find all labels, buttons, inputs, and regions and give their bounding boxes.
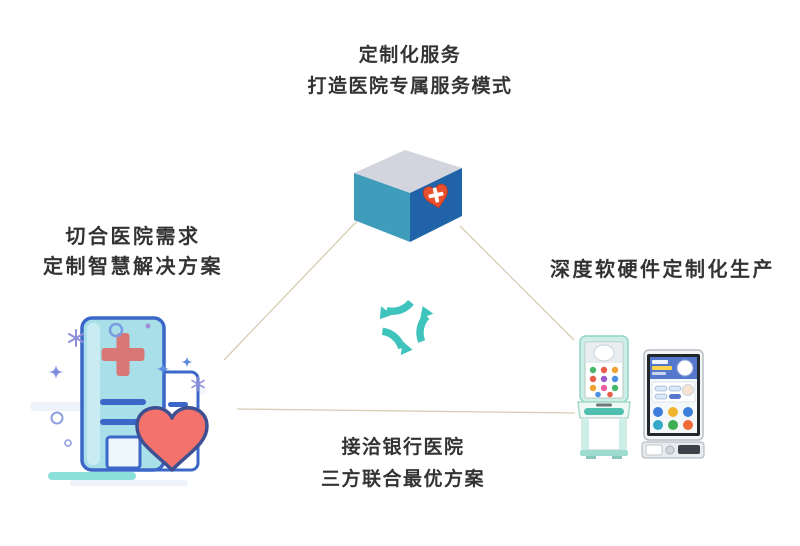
left-node-line1: 切合医院需求	[65, 226, 201, 248]
kiosk-machines-icon	[572, 330, 712, 480]
top-node-label: 定制化服务 打造医院专属服务模式	[260, 40, 560, 102]
right-node-line1: 深度软硬件定制化生产	[550, 259, 775, 281]
connector-top-right	[459, 225, 575, 341]
left-node-label: 切合医院需求 定制智慧解决方案	[18, 222, 248, 282]
right-node-label: 深度软硬件定制化生产	[540, 256, 785, 284]
bottom-node-label: 接洽银行医院 三方联合最优方案	[278, 432, 528, 496]
wall-panel-terminal-icon	[641, 349, 705, 459]
bottom-node-line1: 接洽银行医院	[341, 437, 465, 458]
hospital-cross-icon	[101, 333, 145, 376]
floor-kiosk-icon	[577, 335, 631, 459]
connector-bottom	[236, 408, 576, 414]
heart-icon	[135, 406, 209, 472]
left-node-line2: 定制智慧解决方案	[43, 256, 223, 278]
top-node-line2: 打造医院专属服务模式	[307, 76, 513, 97]
top-node-line1: 定制化服务	[358, 45, 462, 66]
medical-box-icon	[348, 143, 468, 243]
cycle-arrows-icon	[366, 286, 444, 364]
sparkle-icons	[48, 322, 205, 447]
medical-cross-badge-icon	[422, 183, 448, 209]
bottom-node-line2: 三方联合最优方案	[320, 469, 485, 490]
hospital-building-icon	[30, 296, 212, 488]
connector-top-left	[223, 219, 359, 361]
